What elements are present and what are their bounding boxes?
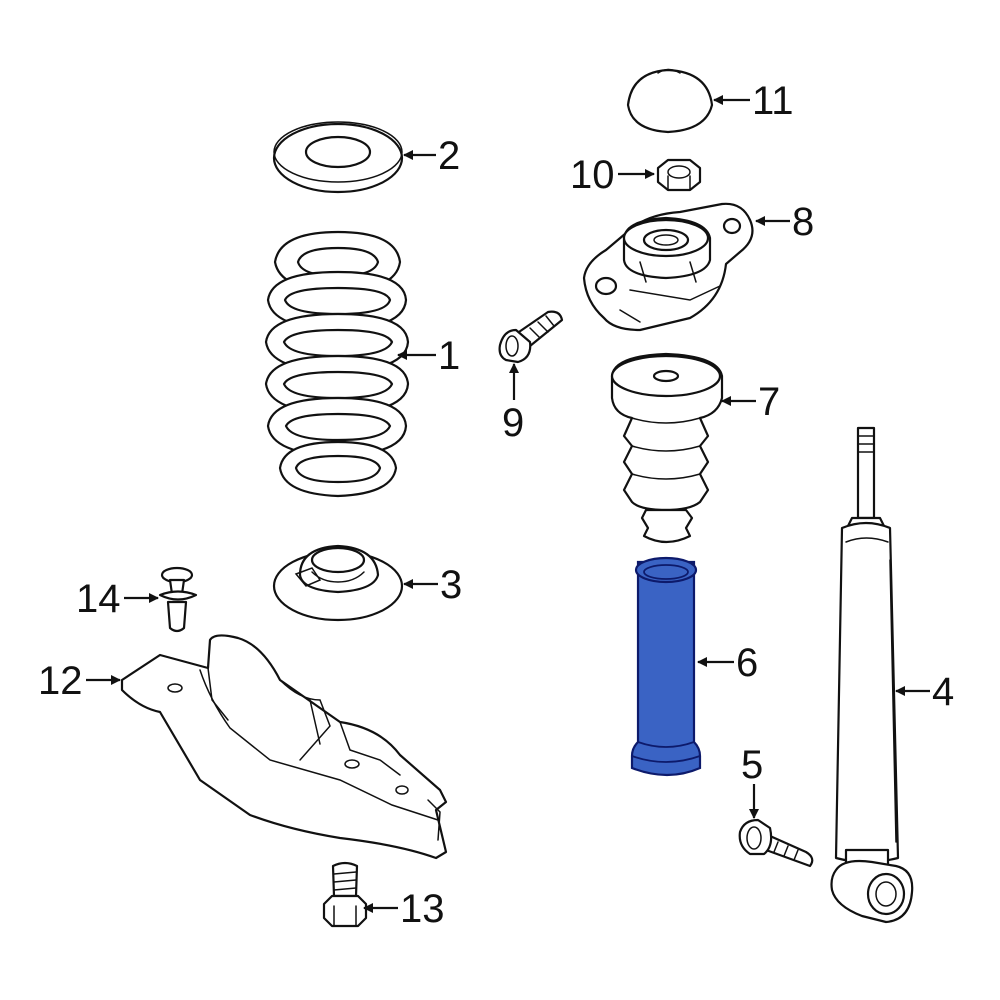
callout-number-9: 9 — [502, 401, 524, 445]
clip-part-14[interactable] — [158, 566, 198, 633]
callout-7: 7 — [721, 380, 780, 424]
callout-12: 12 — [38, 659, 121, 703]
coil-spring-part-1[interactable] — [264, 230, 410, 498]
callout-number-5: 5 — [741, 743, 763, 787]
callout-number-6: 6 — [736, 641, 758, 685]
callout-10: 10 — [570, 153, 655, 197]
bump-stop-part-7[interactable] — [610, 352, 724, 544]
dust-cap-part-11[interactable] — [626, 68, 714, 134]
nut-part-10[interactable] — [656, 158, 702, 192]
bolt-part-9[interactable] — [498, 310, 564, 364]
callout-6: 6 — [697, 641, 758, 685]
bolt-part-13[interactable] — [322, 861, 368, 928]
upper-spring-seat-part-2[interactable] — [272, 121, 404, 194]
callout-number-14: 14 — [76, 577, 121, 621]
callout-4: 4 — [895, 670, 954, 714]
callout-number-1: 1 — [438, 334, 460, 378]
top-mount-part-8[interactable] — [582, 202, 754, 332]
callout-number-3: 3 — [440, 563, 462, 607]
callout-13: 13 — [363, 887, 445, 931]
callout-9: 9 — [502, 363, 524, 445]
callout-2: 2 — [403, 134, 460, 178]
callout-number-2: 2 — [438, 134, 460, 178]
bolt-part-5[interactable] — [738, 818, 814, 868]
callout-11: 11 — [713, 79, 794, 123]
callout-number-10: 10 — [570, 153, 615, 197]
callout-3: 3 — [403, 563, 462, 607]
callout-number-4: 4 — [932, 670, 954, 714]
callout-14: 14 — [76, 577, 159, 621]
dust-boot-part-6[interactable] — [630, 556, 702, 777]
spring-plate-part-12[interactable] — [120, 634, 448, 860]
lower-spring-seat-part-3[interactable] — [272, 544, 404, 622]
callout-number-11: 11 — [752, 79, 794, 123]
callout-number-8: 8 — [792, 200, 814, 244]
callout-number-7: 7 — [758, 380, 780, 424]
callout-5: 5 — [741, 743, 763, 819]
callout-number-13: 13 — [400, 887, 445, 931]
shock-absorber-part-4[interactable] — [830, 426, 914, 924]
callout-1: 1 — [397, 334, 460, 378]
callout-8: 8 — [755, 200, 814, 244]
callout-number-12: 12 — [38, 659, 83, 703]
